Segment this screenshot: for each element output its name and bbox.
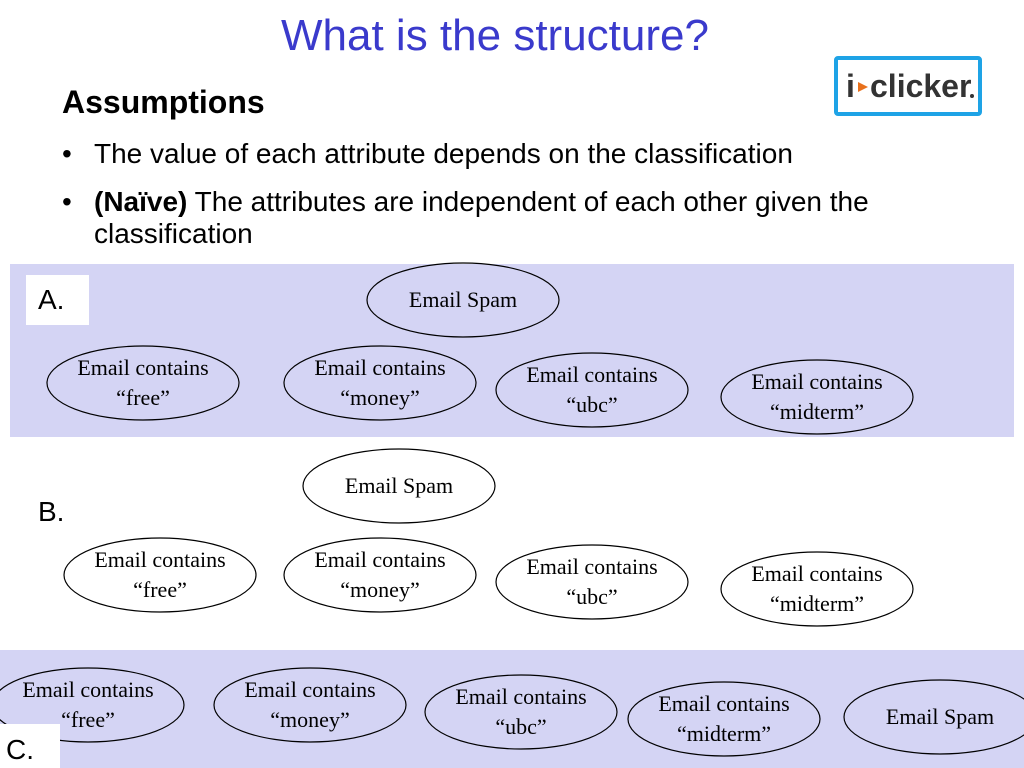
iclicker-logo: i clicker <box>834 56 982 116</box>
diagram-node: Email contains “money” <box>213 667 407 743</box>
node-label: “free” <box>116 385 170 410</box>
node-label: Email Spam <box>409 287 517 312</box>
node-label: Email contains <box>455 684 586 709</box>
node-label: “ubc” <box>495 714 546 739</box>
node-ellipse <box>283 345 477 421</box>
diagram-node: Email contains “free” <box>0 667 185 743</box>
node-label: “ubc” <box>566 392 617 417</box>
node-ellipse <box>720 359 914 435</box>
node-label: Email Spam <box>886 704 994 729</box>
logo-text-clicker: clicker <box>870 68 971 104</box>
node-label: “free” <box>61 707 115 732</box>
node-label: Email contains <box>314 355 445 380</box>
diagram-node: Email Spam <box>843 679 1024 755</box>
bullet-dot-icon: • <box>62 186 72 217</box>
node-label: Email contains <box>314 547 445 572</box>
node-ellipse <box>627 681 821 757</box>
node-label: Email contains <box>526 362 657 387</box>
node-label: “free” <box>133 577 187 602</box>
node-label: Email contains <box>94 547 225 572</box>
node-ellipse <box>495 352 689 428</box>
node-label: “money” <box>340 385 419 410</box>
node-ellipse <box>63 537 257 613</box>
assumptions-heading: Assumptions <box>62 84 265 120</box>
diagram-node: Email contains “money” <box>283 345 477 421</box>
node-label: Email Spam <box>345 473 453 498</box>
diagram-node: Email contains “free” <box>46 345 240 421</box>
bullet-text-body: The value of each attribute depends on t… <box>94 138 793 169</box>
logo-text-i: i <box>846 68 855 104</box>
node-ellipse <box>495 544 689 620</box>
node-ellipse <box>283 537 477 613</box>
option-c-label[interactable]: C. <box>0 724 60 768</box>
bullet-dot-icon: • <box>62 138 72 169</box>
node-label: Email contains <box>751 561 882 586</box>
diagram-node: Email contains “free” <box>63 537 257 613</box>
node-ellipse <box>424 674 618 750</box>
node-ellipse <box>366 262 560 338</box>
diagram-node: Email contains “ubc” <box>495 352 689 428</box>
slide-title: What is the structure? <box>281 11 709 60</box>
bullet-text-body: The attributes are independent of each o… <box>94 186 869 249</box>
node-label: “midterm” <box>770 591 864 616</box>
option-c-diagram: Email contains “free” Email contains “money… <box>0 667 1024 757</box>
diagram-node: Email Spam <box>366 262 560 338</box>
node-label: “money” <box>270 707 349 732</box>
node-ellipse <box>302 448 496 524</box>
node-ellipse <box>0 667 185 743</box>
diagram-node: Email contains “midterm” <box>720 551 914 627</box>
node-label: Email contains <box>22 677 153 702</box>
node-label: “ubc” <box>566 584 617 609</box>
bullet-item: • The value of each attribute depends on… <box>62 138 982 170</box>
option-a-panel[interactable] <box>10 264 1014 437</box>
node-label: “money” <box>340 577 419 602</box>
diagram-node: Email Spam <box>302 448 496 524</box>
node-ellipse <box>720 551 914 627</box>
logo-arrow-icon <box>858 82 868 92</box>
diagram-node: Email contains “ubc” <box>495 544 689 620</box>
node-ellipse <box>843 679 1024 755</box>
node-label: Email contains <box>244 677 375 702</box>
bullet-text: (Naïve) The attributes are independent o… <box>94 186 994 250</box>
bullet-item: • (Naïve) The attributes are independent… <box>62 186 1002 256</box>
option-a-label[interactable]: A. <box>26 275 89 325</box>
diagram-node: Email contains “money” <box>283 537 477 613</box>
node-ellipse <box>46 345 240 421</box>
node-ellipse <box>213 667 407 743</box>
bullet-bold-prefix: (Naïve) <box>94 186 188 217</box>
diagram-node: Email contains “midterm” <box>720 359 914 435</box>
node-label: “midterm” <box>770 399 864 424</box>
node-label: Email contains <box>77 355 208 380</box>
diagram-node: Email contains “ubc” <box>424 674 618 750</box>
node-label: “midterm” <box>677 721 771 746</box>
node-label: Email contains <box>751 369 882 394</box>
logo-dot <box>970 94 974 98</box>
bullet-text: The value of each attribute depends on t… <box>94 138 793 170</box>
node-label: Email contains <box>526 554 657 579</box>
node-label: Email contains <box>658 691 789 716</box>
option-b-label[interactable]: B. <box>38 496 65 527</box>
diagram-node: Email contains “midterm” <box>627 681 821 757</box>
